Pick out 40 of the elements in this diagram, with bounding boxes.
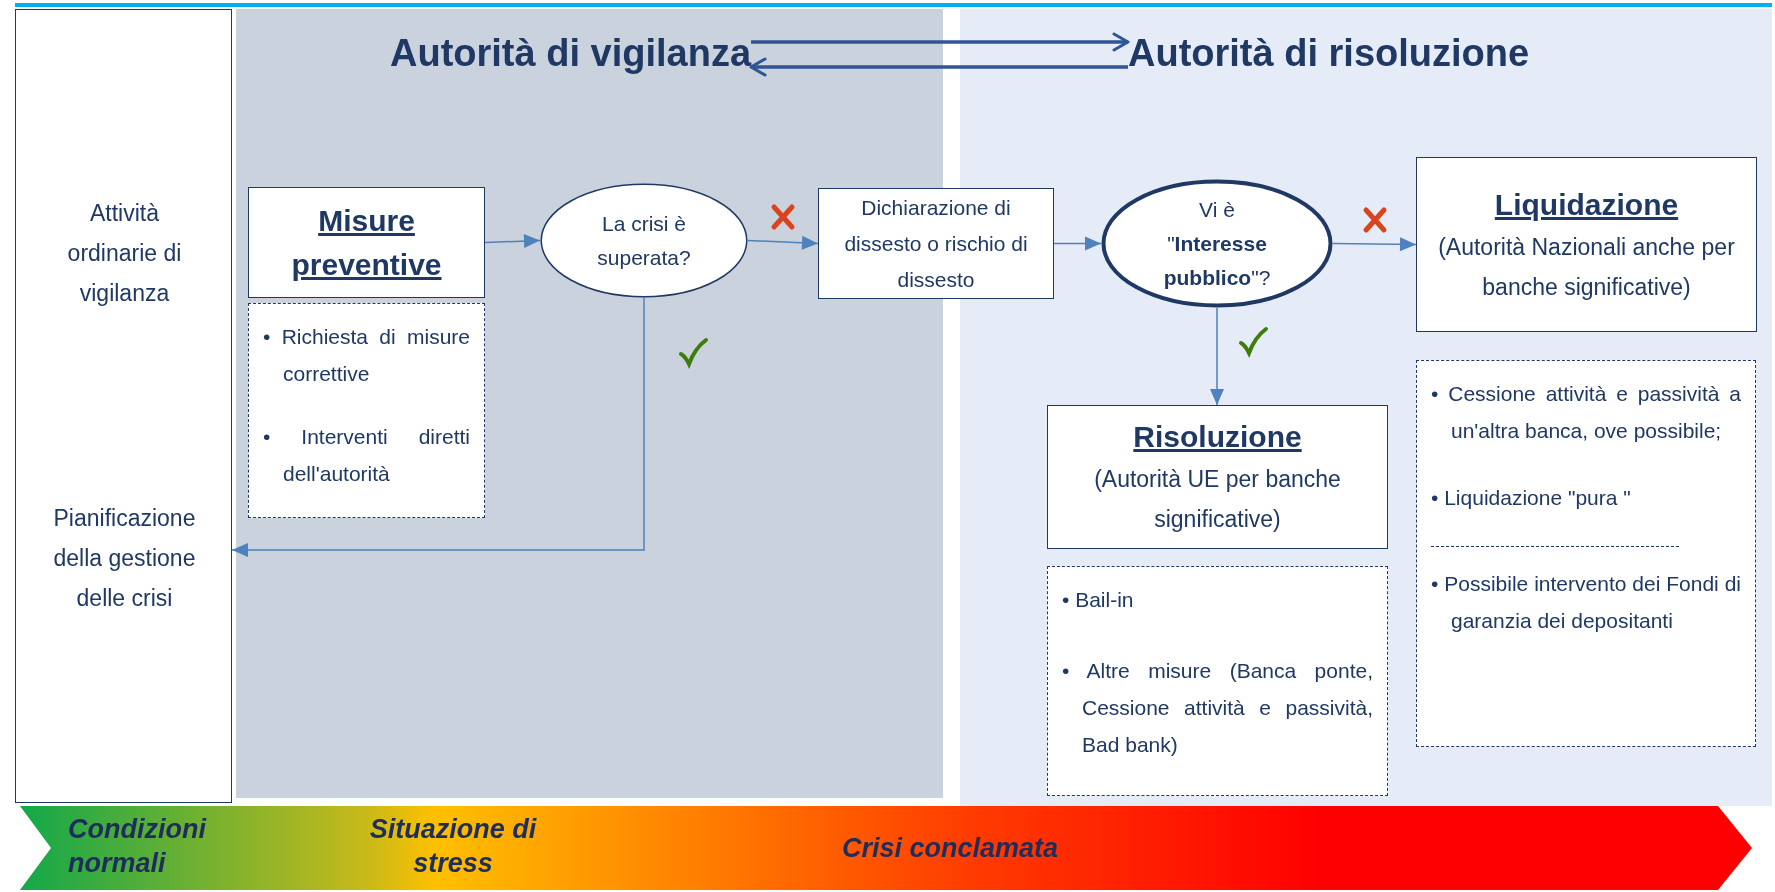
decision-ellipse [540,183,748,298]
process-box [1047,405,1388,549]
phase-label: Crisi conclamata [840,832,1060,865]
arrow [1053,236,1102,251]
box-heading: Risoluzione [1133,419,1302,455]
box-heading: Liquidazione [1494,186,1679,223]
process-box [1416,157,1757,332]
bullet-item: • Interventi diretti dell'autorità [263,424,470,487]
dashed-note-box [1047,566,1388,796]
box-text: Dichiarazione di dissesto o rischio di dissesto [843,194,1029,293]
arrow [747,235,819,250]
decision-text: La crisi è superata? [596,210,692,271]
box-heading: Misure preventive [290,202,443,283]
box-text: (Autorità Nazionali anche per banche significative) [1437,232,1736,302]
side-label: Attività ordinarie di vigilanza [66,199,183,308]
arrow [484,234,541,249]
bullet-item: • Possibile intervento dei Fondi di garanzia dei depositanti [1431,571,1741,634]
decision-ellipse [1101,179,1333,308]
dashed-note-box [248,303,485,518]
dashed-note-box [1416,360,1756,747]
decision-text: Vi è "Interesse pubblico"? [1162,196,1272,291]
bullet-item: • Cessione attività e passività a un'altra banca, ove possibile; [1431,381,1741,444]
side-label: Pianificazione della gestione delle crisi [52,504,197,613]
process-box [818,188,1054,299]
bullet-item: • Altre misure (Banca ponte, Cessione attività e passività, Bad bank) [1062,658,1373,758]
phase-label: Situazione di stress [368,813,538,880]
phase-label: Condizioni normali [68,813,208,880]
box-text: (Autorità UE per banche significative) [1093,465,1342,534]
bullet-item: • Bail-in [1062,587,1135,613]
arrow [1210,307,1224,406]
arrow [751,32,1130,52]
bullet-item: • Richiesta di misure correttive [263,324,470,387]
band-heading: Autorità di risoluzione [1128,29,1530,77]
arrow [1332,237,1417,252]
bullet-item: • Liquidazione "pura " [1431,485,1632,511]
band-heading: Autorità di vigilanza [390,29,752,77]
arrow [231,297,645,557]
process-box [248,187,485,298]
side-panel [15,9,232,803]
arrow [749,57,1128,77]
